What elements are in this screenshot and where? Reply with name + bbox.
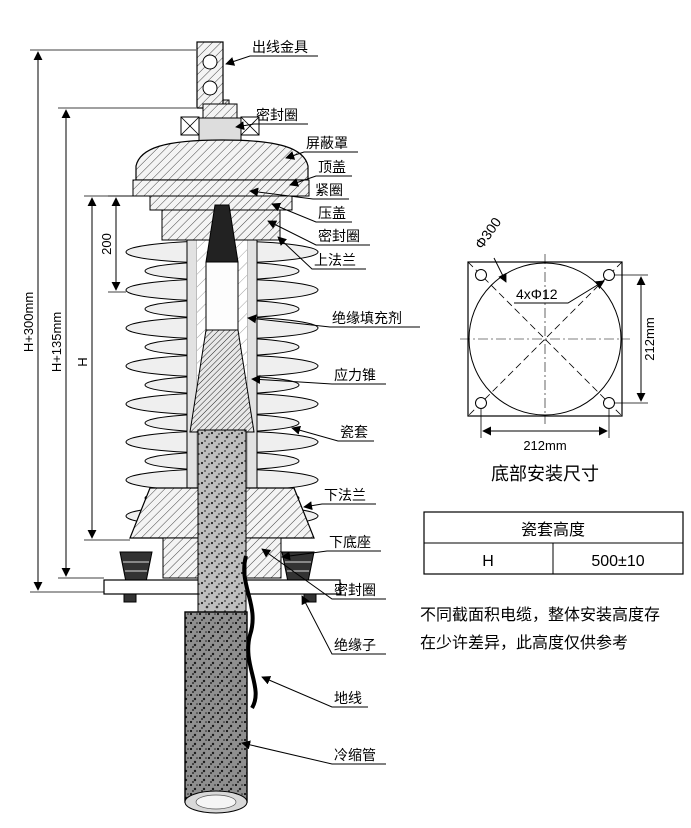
mounting-holes [475,269,615,409]
svg-text:密封圈: 密封圈 [256,107,298,123]
dimension-212-horizontal: 212mm [480,409,610,453]
svg-text:下法兰: 下法兰 [324,487,366,503]
table-cell-value: 500±10 [591,553,644,570]
svg-text:212mm: 212mm [523,438,566,453]
label-seal-ring-top: 密封圈 [235,107,308,131]
dimension-h-plus-135: H+135mm [49,107,196,579]
stress-cone [189,329,255,433]
svg-text:200: 200 [99,233,114,255]
cold-shrink-tube [184,611,248,814]
svg-text:下底座: 下底座 [329,534,371,550]
dimension-200: 200 [99,195,133,293]
svg-text:压盖: 压盖 [318,205,346,221]
shield-cover [135,139,309,181]
svg-text:H+135mm: H+135mm [49,312,64,372]
label-stress-cone: 应力锥 [251,367,386,385]
table-header: 瓷套高度 [521,521,585,539]
svg-text:在少许差异，此高度仅供参考: 在少许差异，此高度仅供参考 [420,634,628,652]
label-ground-wire: 地线 [261,676,368,708]
label-cold-shrink-tube: 冷缩管 [241,740,386,765]
svg-text:屏蔽罩: 屏蔽罩 [306,135,348,151]
label-insulation-filler: 绝缘填充剂 [247,310,420,328]
svg-text:瓷套: 瓷套 [340,424,368,440]
svg-text:绝缘填充剂: 绝缘填充剂 [332,310,402,326]
label-seal-ring-lower: 密封圈 [261,548,386,600]
svg-text:冷缩管: 冷缩管 [334,747,376,763]
cable-column [197,429,247,613]
svg-text:H+300mm: H+300mm [21,292,36,352]
label-porcelain-sleeve: 瓷套 [291,424,374,442]
label-lower-flange: 下法兰 [303,487,376,511]
ground-wire [242,555,258,710]
svg-text:Φ300: Φ300 [471,214,504,252]
svg-text:密封圈: 密封圈 [318,228,360,244]
dimension-212-vertical: 212mm [615,274,657,404]
svg-text:绝缘子: 绝缘子 [334,637,376,653]
standoff-insulator-left [119,551,153,583]
label-top-cover: 顶盖 [289,159,352,187]
label-tight-ring: 紧圈 [249,182,349,200]
label-holes: 4xΦ12 [514,280,605,304]
svg-text:上法兰: 上法兰 [314,252,356,268]
top-clamp [180,103,260,145]
label-insulator: 绝缘子 [301,595,386,655]
label-outlet-fitting: 出线金具 [225,39,318,66]
svg-text:212mm: 212mm [642,317,657,360]
svg-text:4xΦ12: 4xΦ12 [516,286,558,302]
outlet-fitting [196,41,224,109]
label-seal-ring-upper: 密封圈 [267,220,370,246]
dimension-h-plus-300: H+300mm [21,49,196,593]
mounting-caption: 底部安装尺寸 [491,464,599,484]
svg-text:不同截面积电缆，整体安装高度存: 不同截面积电缆，整体安装高度存 [420,606,660,624]
height-table: 瓷套高度 H 500±10 [423,511,684,575]
note-text: 不同截面积电缆，整体安装高度存 在少许差异，此高度仅供参考 [420,606,660,652]
mounting-view: 4xΦ12 Φ300 212mm 212mm 底部安装尺寸 [460,214,657,484]
cable-core [205,261,239,333]
label-lower-base: 下底座 [281,534,381,561]
svg-text:H: H [75,357,90,366]
top-cover [132,179,310,197]
svg-text:紧圈: 紧圈 [315,182,343,198]
svg-text:地线: 地线 [334,690,362,706]
svg-text:顶盖: 顶盖 [318,159,346,175]
table-cell-h: H [482,553,494,570]
svg-text:应力锥: 应力锥 [334,367,376,383]
label-shield-cover: 屏蔽罩 [285,135,358,160]
label-upper-flange: 上法兰 [277,236,366,270]
svg-text:出线金具: 出线金具 [252,39,308,55]
label-press-cover: 压盖 [271,202,352,223]
svg-text:密封圈: 密封圈 [334,582,376,598]
